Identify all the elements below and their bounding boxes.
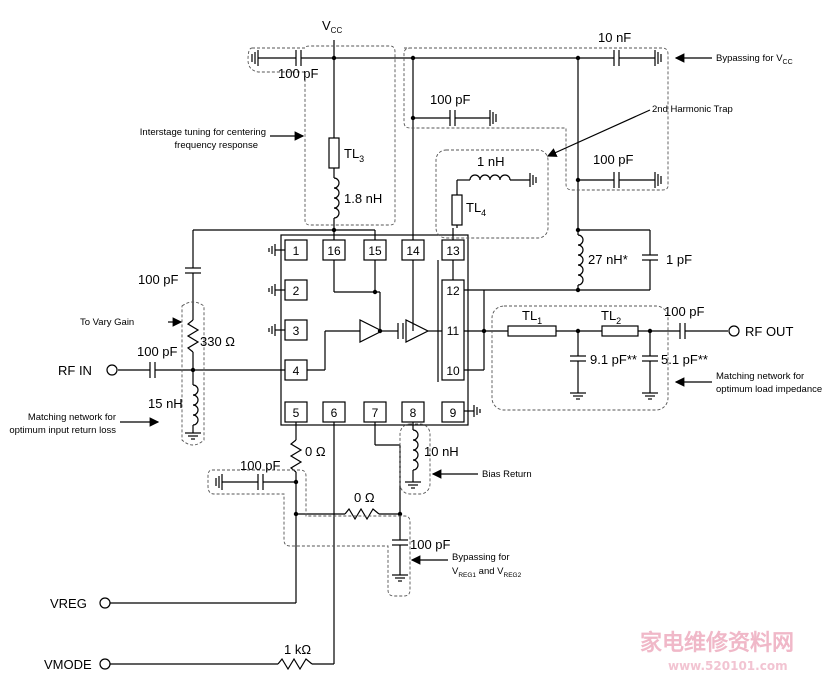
note-match-in-1: Matching network for [28, 412, 116, 423]
tl3-label: TL3 [344, 146, 364, 164]
note-interstage-2: frequency response [175, 140, 258, 151]
tl4-label: TL4 [466, 200, 486, 218]
pin-15-label: 15 [368, 244, 382, 258]
l-27nh-label: 27 nH* [588, 252, 628, 267]
input-network [106, 230, 285, 440]
pin-3-label: 3 [293, 324, 300, 338]
r-330-label: 330 Ω [200, 334, 235, 349]
c-out-100pf-label: 100 pF [664, 304, 705, 319]
tl2-label: TL2 [601, 308, 621, 326]
annotation-leaders [120, 53, 712, 565]
pin-11-label: 11 [447, 324, 460, 338]
note-interstage-1: Interstage tuning for centering [140, 127, 266, 138]
c-mid-top-label: 100 pF [430, 92, 471, 107]
l-1-8nh-label: 1.8 nH [344, 191, 382, 206]
l-10nh-label: 10 nH [424, 444, 459, 459]
pin-13-label: 13 [446, 244, 460, 258]
pin-boxes [284, 239, 465, 423]
c-vcc-right-label: 10 nF [598, 30, 631, 45]
c-vcc-left-label: 100 pF [278, 66, 319, 81]
note-vary-gain: To Vary Gain [80, 317, 134, 328]
c-rfin-100pf-label: 100 pF [137, 344, 178, 359]
internal-amplifiers [307, 260, 454, 382]
pin-6-label: 6 [331, 406, 338, 420]
c-vreg-100pf-label: 100 pF [240, 458, 281, 473]
pin-7-label: 7 [372, 406, 379, 420]
l-1nh-label: 1 nH [477, 154, 504, 169]
pin-5-label: 5 [293, 406, 300, 420]
note-second-harmonic: 2nd Harmonic Trap [652, 104, 733, 115]
watermark-title: 家电维修资料网 [640, 630, 794, 656]
l-15nh-label: 15 nH [148, 396, 183, 411]
port-vreg: VREG [50, 596, 87, 611]
pin-9-label: 9 [450, 406, 457, 420]
note-bias-return: Bias Return [482, 469, 532, 480]
port-vmode: VMODE [44, 657, 92, 672]
bias-network [99, 422, 421, 671]
c-1pf-label: 1 pF [666, 252, 692, 267]
note-bypass-vcc: Bypassing for VCC [716, 53, 793, 66]
note-match-in-2: optimum input return loss [9, 425, 116, 436]
port-rf-in: RF IN [58, 363, 92, 378]
pin-12-label: 12 [446, 284, 460, 298]
dashed-groups [181, 45, 669, 597]
pin-16-label: 16 [327, 244, 341, 258]
output-network [464, 290, 740, 400]
pin-4-label: 4 [293, 364, 300, 378]
vcc-rail [193, 40, 662, 293]
note-bypass-vreg-2: VREG1 and VREG2 [452, 566, 522, 579]
c-bypass-100pf-label: 100 pF [410, 537, 451, 552]
vcc-label: VCC [322, 18, 342, 35]
r-0ohm-a-label: 0 Ω [305, 444, 326, 459]
c-input-100pf-label: 100 pF [138, 272, 179, 287]
note-bypass-vreg-1: Bypassing for [452, 552, 510, 563]
c-9-1pf-label: 9.1 pF** [590, 352, 637, 367]
pin-2-label: 2 [293, 284, 300, 298]
pin-10-label: 10 [446, 364, 460, 378]
r-0ohm-b-label: 0 Ω [354, 490, 375, 505]
r-1k-label: 1 kΩ [284, 642, 311, 657]
pin-14-label: 14 [406, 244, 420, 258]
pin-grounds [268, 244, 481, 417]
pin-8-label: 8 [410, 406, 417, 420]
port-rf-out: RF OUT [745, 324, 793, 339]
note-match-out-1: Matching network for [716, 371, 804, 382]
c-right-mid-label: 100 pF [593, 152, 634, 167]
note-match-out-2: optimum load impedance [716, 384, 822, 395]
pin-1-label: 1 [293, 244, 300, 258]
c-5-1pf-label: 5.1 pF** [661, 352, 708, 367]
tl1-label: TL1 [522, 308, 542, 326]
watermark-url: www.520101.com [668, 659, 788, 673]
